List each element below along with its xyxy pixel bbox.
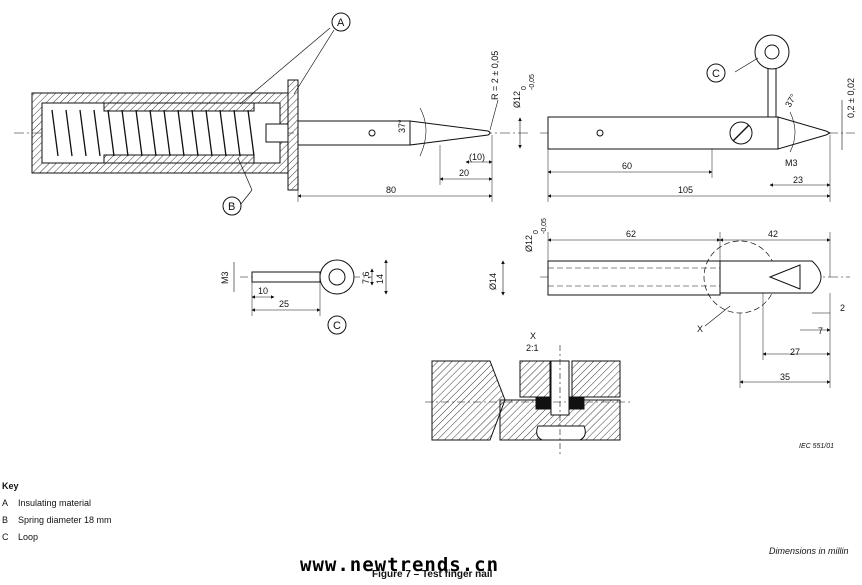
- detail-mid-block: [519, 360, 551, 398]
- dia12-bottom-tol-lower: -0,05: [541, 218, 548, 234]
- loop-7-6-label: 7,6: [361, 271, 371, 284]
- nail-side-view: [540, 34, 855, 202]
- figure-reference: IEC 551/01: [799, 443, 834, 450]
- dim-23-label: 23: [793, 175, 803, 185]
- callout-b-circle: [222, 196, 242, 216]
- dia12-bottom-tol-upper: 0: [533, 230, 540, 234]
- dim-27-label: 27: [790, 347, 800, 357]
- main-assembly-view: [14, 12, 530, 216]
- key-item-a: A Insulating material: [2, 495, 112, 512]
- finger-shaft: [297, 120, 411, 146]
- dia12-bottom-label: Ø12: [524, 235, 534, 252]
- radius-label: R = 2 ± 0,05: [490, 51, 500, 100]
- loop-outer: [319, 259, 355, 295]
- detail-right-block: [571, 360, 621, 398]
- leader-b-2: [237, 157, 253, 191]
- key-item-letter: B: [2, 515, 9, 525]
- dia12-top-tol-upper: 0: [521, 86, 528, 90]
- section-body: [547, 260, 721, 296]
- loop-25-label: 25: [279, 299, 289, 309]
- key-item-text: Insulating material: [18, 498, 92, 508]
- dim-20-label: 20: [459, 168, 469, 178]
- dimensions-note: Dimensions in millin: [769, 546, 849, 556]
- key-item-text: Loop: [18, 532, 39, 542]
- dim-7-label: 7: [818, 326, 823, 336]
- detail-seal-left: [535, 396, 551, 410]
- callout-b-label: B: [228, 201, 235, 213]
- housing-liner: [103, 102, 255, 112]
- nail-pin-hole: [596, 129, 604, 137]
- dim-2-label: 2: [840, 303, 845, 313]
- detail-left-block: [431, 360, 506, 441]
- dim-10-label: (10): [469, 152, 485, 162]
- loop-detail-view: [233, 259, 388, 335]
- spring-coils: [51, 109, 255, 157]
- pin-hole: [368, 129, 376, 137]
- dim-62-label: 62: [626, 229, 636, 239]
- screw-head: [265, 123, 289, 143]
- key-item-letter: A: [2, 498, 9, 508]
- dim-35-label: 35: [780, 372, 790, 382]
- finger-nail-tip: [409, 120, 491, 146]
- nail-section-view: [501, 232, 850, 388]
- key-title: Key: [2, 481, 19, 491]
- key-item-b: B Spring diameter 18 mm: [2, 512, 112, 529]
- callout-c-top-label: C: [712, 68, 720, 80]
- leader-a-2: [293, 29, 335, 95]
- dia12-top-label: Ø12: [512, 91, 522, 108]
- housing-inner: [41, 102, 281, 164]
- key-item-c: C Loop: [2, 529, 112, 546]
- dim-105-label: 105: [678, 185, 693, 195]
- radius-leader: [489, 99, 499, 131]
- leader-a-1: [239, 27, 331, 105]
- callout-c-bottom-circle: [327, 315, 347, 335]
- key-item-text: Spring diameter 18 mm: [18, 515, 112, 525]
- housing-liner-bottom: [103, 154, 255, 164]
- nail-right-tip: [777, 116, 832, 150]
- loop-ring-outer: [754, 34, 790, 70]
- detail-x-leader-label: X: [697, 324, 703, 334]
- leader-c-top: [734, 57, 759, 73]
- callout-a-label: A: [337, 17, 345, 29]
- loop-inner: [328, 268, 346, 286]
- angle-left-label: 37°: [397, 119, 407, 133]
- dim-dia14-label: Ø14: [488, 273, 498, 290]
- figure-caption: Figure 7 – Test finger nail: [372, 569, 493, 580]
- thread-m3-label: M3: [785, 158, 798, 168]
- callout-c-bottom-label: C: [333, 320, 341, 332]
- dia12-top-tol-lower: -0,05: [529, 74, 536, 90]
- dim-42-label: 42: [768, 229, 778, 239]
- callout-c-top-circle: [706, 63, 726, 83]
- loop-10-label: 10: [258, 286, 268, 296]
- dim-60-label: 60: [622, 161, 632, 171]
- angle-arc-right: [789, 111, 796, 153]
- leader-x: [704, 305, 731, 327]
- detail-scale: 2:1: [526, 343, 539, 353]
- leader-b: [240, 189, 253, 205]
- detail-x-view: [425, 345, 630, 455]
- loop-shank: [251, 271, 321, 283]
- angle-right-label: 37°: [783, 92, 799, 109]
- angle-arc-left: [419, 107, 427, 157]
- callout-a-circle: [331, 12, 351, 32]
- detail-screw-head: [536, 425, 586, 441]
- key-legend: Key A Insulating material B Spring diamete…: [2, 478, 112, 546]
- detail-x-title: X: [530, 331, 536, 341]
- flange-plate: [287, 79, 299, 191]
- offset-label: 0,2 ± 0,02: [846, 78, 856, 118]
- loop-14-label: 14: [375, 274, 385, 284]
- section-nail-point: [768, 264, 801, 290]
- loop-ring-inner: [764, 44, 780, 60]
- detail-seal-right: [569, 396, 585, 410]
- watermark-text: www.newtrends.cn: [300, 554, 500, 576]
- key-item-letter: C: [2, 532, 9, 542]
- loop-m3-label: M3: [220, 271, 230, 284]
- dim-80-label: 80: [386, 185, 396, 195]
